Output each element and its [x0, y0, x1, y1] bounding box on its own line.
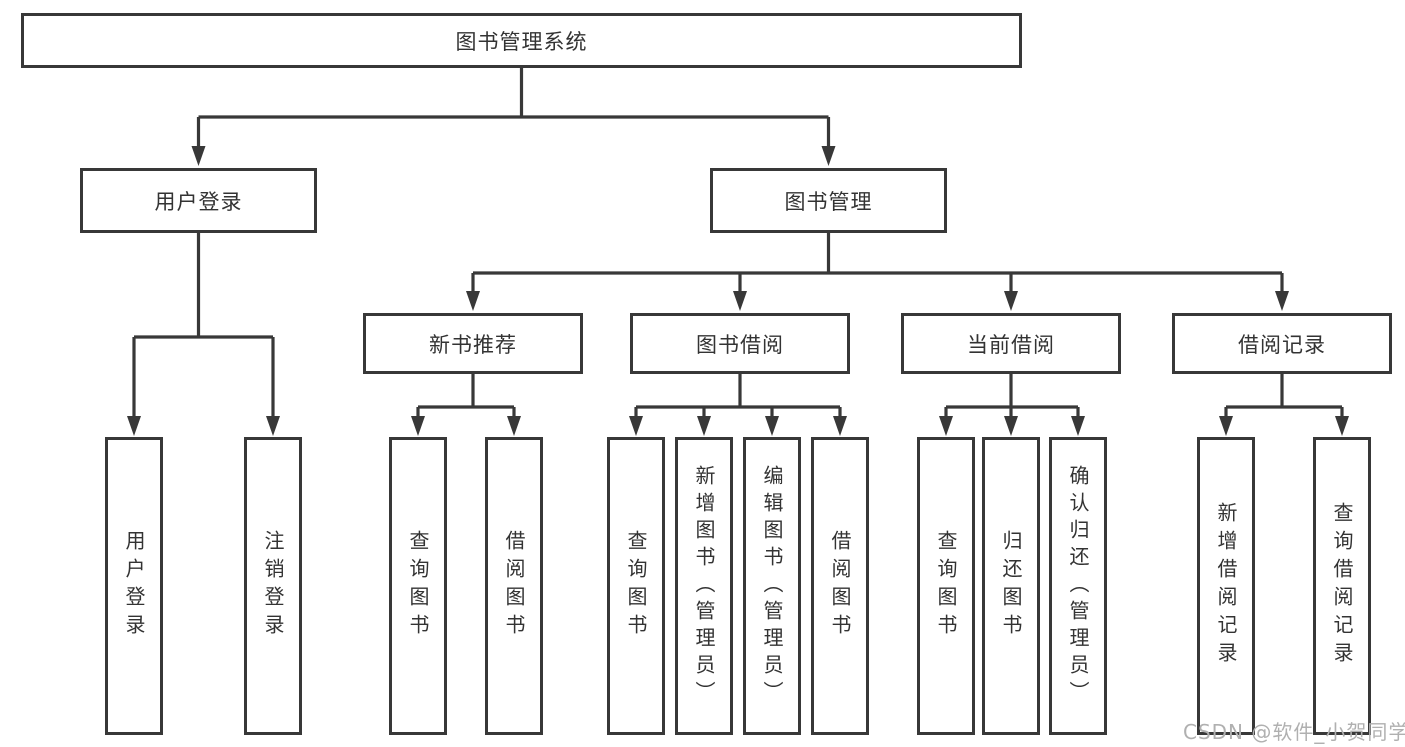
- node-current-borrowing: 当前借阅: [901, 313, 1121, 374]
- node-borrowing-records: 借阅记录: [1172, 313, 1392, 374]
- leaf-add-book-admin: 新增图书（管理员）: [675, 437, 733, 735]
- node-book-management: 图书管理: [710, 168, 947, 233]
- leaf-add-borrow-record: 新增借阅记录: [1197, 437, 1255, 735]
- leaf-borrow-books-recommend: 借阅图书: [485, 437, 543, 735]
- leaf-return-books: 归还图书: [982, 437, 1040, 735]
- leaf-user-login: 用户登录: [105, 437, 163, 735]
- leaf-query-books-recommend: 查询图书: [389, 437, 447, 735]
- leaf-query-books-borrowing: 查询图书: [607, 437, 665, 735]
- watermark-text: CSDN @软件_小贺同学: [1183, 720, 1405, 744]
- node-library-system: 图书管理系统: [21, 13, 1022, 68]
- leaf-query-books-current: 查询图书: [917, 437, 975, 735]
- leaf-edit-book-admin: 编辑图书（管理员）: [743, 437, 801, 735]
- leaf-confirm-return-admin: 确认归还（管理员）: [1049, 437, 1107, 735]
- node-user-login: 用户登录: [80, 168, 317, 233]
- leaf-borrow-books-borrowing: 借阅图书: [811, 437, 869, 735]
- node-new-book-recommendation: 新书推荐: [363, 313, 583, 374]
- leaf-logout: 注销登录: [244, 437, 302, 735]
- leaf-query-borrow-record: 查询借阅记录: [1313, 437, 1371, 735]
- node-book-borrowing: 图书借阅: [630, 313, 850, 374]
